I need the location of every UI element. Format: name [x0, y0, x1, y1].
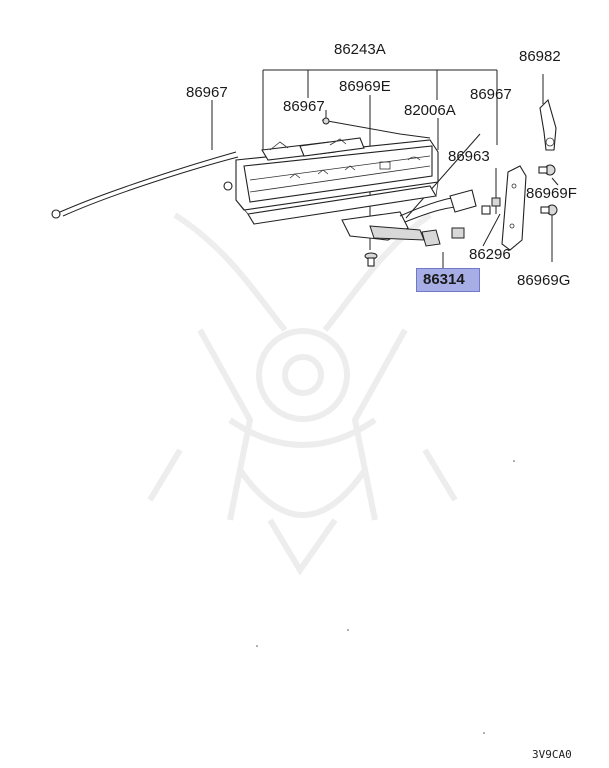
bolt-86969G — [540, 204, 558, 216]
label-86243A[interactable]: 86243A — [334, 41, 386, 58]
callout-lines — [211, 69, 559, 268]
blower-switch-harness — [341, 189, 491, 247]
watermark-emblem — [147, 212, 458, 576]
bolt-86969F — [538, 164, 556, 176]
label-86969G[interactable]: 86969G — [517, 272, 571, 289]
heater-control-panel — [223, 137, 439, 225]
label-86969F[interactable]: 86969F — [526, 185, 577, 202]
screw-86963 — [491, 197, 501, 214]
label-86314-highlighted[interactable]: 86314 — [416, 268, 480, 292]
label-86967-left[interactable]: 86967 — [186, 84, 228, 101]
label-82006A[interactable]: 82006A — [404, 102, 456, 119]
screw-86969E — [364, 252, 378, 267]
label-86969E[interactable]: 86969E — [339, 78, 391, 95]
label-86982[interactable]: 86982 — [519, 48, 561, 65]
clip-86982 — [539, 74, 557, 151]
label-86967-right[interactable]: 86967 — [470, 86, 512, 103]
label-86963[interactable]: 86963 — [448, 148, 490, 165]
label-86967-middle[interactable]: 86967 — [283, 98, 325, 115]
control-cable — [51, 117, 431, 219]
bracket-86296 — [501, 165, 527, 251]
diagram-code: 3V9CA0 — [532, 748, 572, 761]
label-86296[interactable]: 86296 — [469, 246, 511, 263]
scan-dots — [256, 460, 515, 734]
